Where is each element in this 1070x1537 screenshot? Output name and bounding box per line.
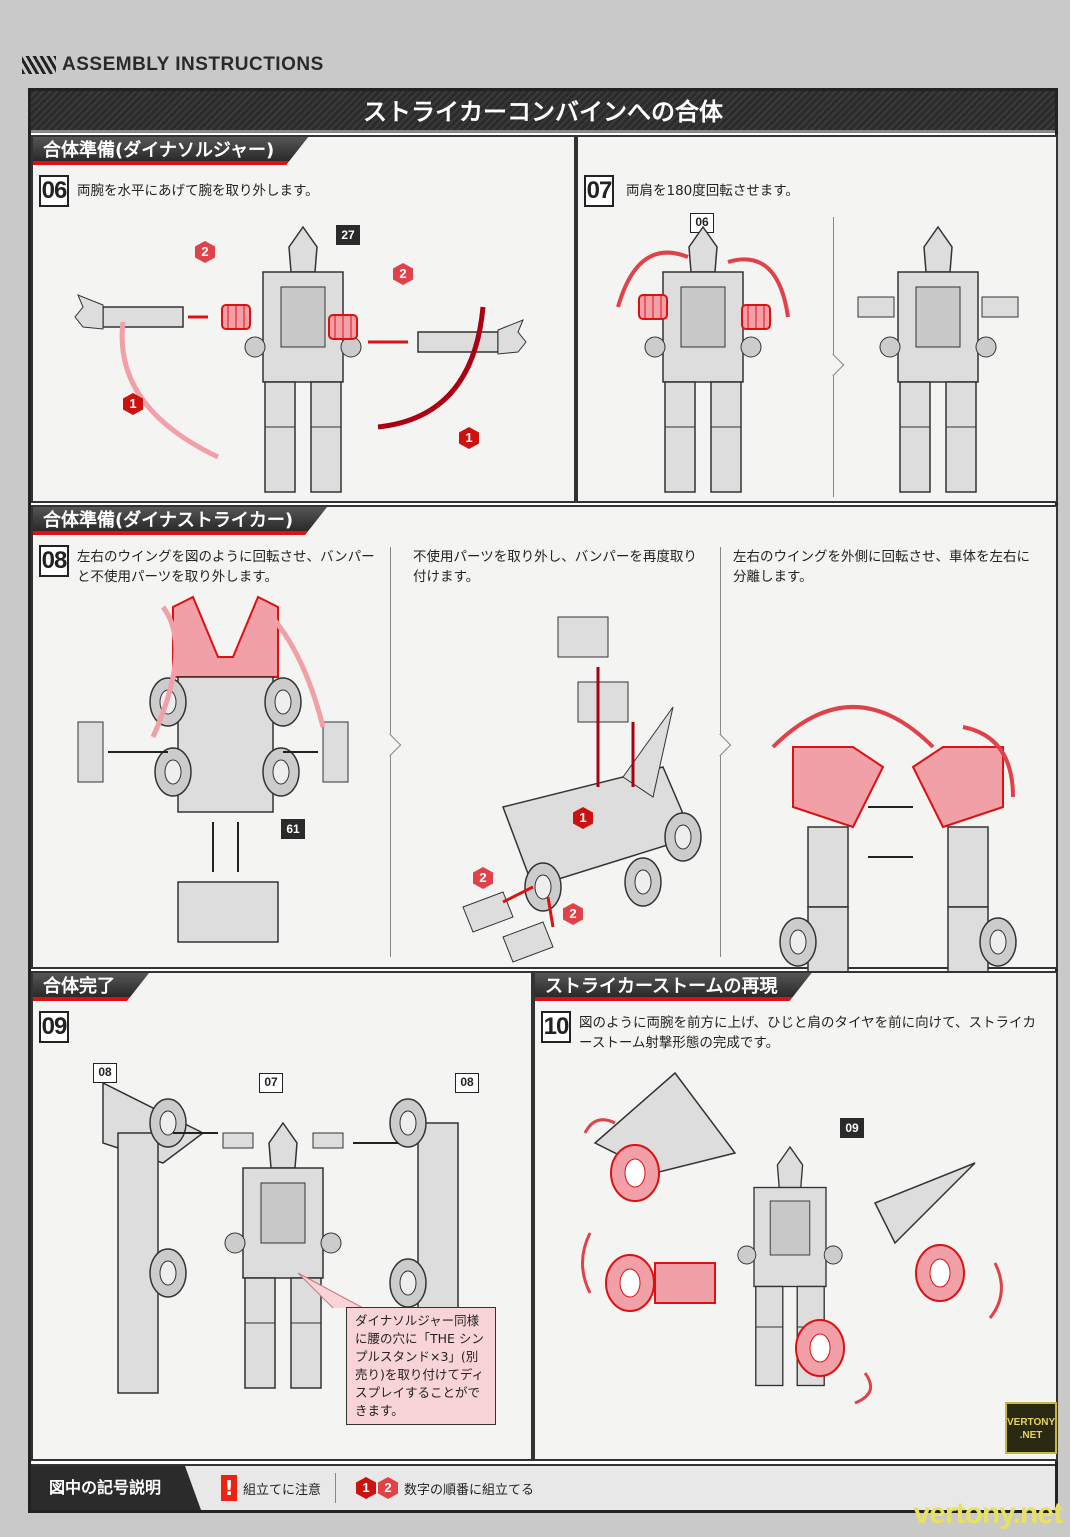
step-number: 08 [39,545,69,577]
divider [335,1473,337,1503]
brand-label: ASSEMBLY INSTRUCTIONS [62,54,324,75]
step-08-illustration [77,595,1060,971]
step-09-panel: 合体完了 09 08 07 08 ダイナソルジャー同様に腰の穴に「THE シンプ… [31,971,533,1461]
part-label: 08 [455,1073,479,1093]
step-07-illustration [616,226,1019,493]
order-badge-2: 2 [195,241,215,263]
step-number: 10 [541,1011,571,1043]
order-badge-1: 1 [573,807,593,829]
step-08-panel: 合体準備(ダイナストライカー) 08 左右のウイングを図のように回転させ、バンパ… [31,505,1058,969]
step-description-b: 不使用パーツを取り外し、バンパーを再度取り付けます。 [413,549,697,585]
order-badge-2: 2 [393,263,413,285]
step-07-panel: 07 両肩を180度回転させます。 06 [576,135,1058,503]
order-badge-1: 1 [356,1477,377,1499]
instruction-sheet: ストライカーコンバインへの合体 合体準備(ダイナソルジャー) 06 両腕を水平に… [28,88,1058,1513]
step-number: 07 [584,175,614,207]
section-title-combine-complete: 合体完了 [33,973,149,1001]
caution-label: 組立てに注意 [243,1482,322,1498]
part-label: 27 [336,225,360,245]
legend-footer: 図中の記号説明 ! 組立てに注意 1 2 数字の順番に組立てる [31,1464,1055,1510]
brand-header: ASSEMBLY INSTRUCTIONS [22,54,324,76]
step-description: 図のように両腕を前方に上げ、ひじと肩のタイヤを前に向けて、ストライカーストーム射… [579,1015,1036,1051]
section-title-dinostriker-prep: 合体準備(ダイナストライカー) [33,507,327,535]
display-stand-note: ダイナソルジャー同様に腰の穴に「THE シンプルスタンド×3」(別売り)を取り付… [346,1307,496,1425]
order-badge-1: 1 [459,427,479,449]
step-description: 両肩を180度回転させます。 [626,183,799,199]
order-label: 数字の順番に組立てる [404,1482,535,1498]
legend-order: 1 2 数字の順番に組立てる [356,1477,534,1499]
section-title-dinosoldier-prep: 合体準備(ダイナソルジャー) [33,137,308,165]
step-10-illustration [581,1071,1003,1405]
caution-icon: ! [221,1475,238,1501]
part-label: 06 [690,213,714,233]
section-title-striker-storm: ストライカーストームの再現 [535,973,812,1001]
step-10-panel: ストライカーストームの再現 10 図のように両腕を前方に上げ、ひじと肩のタイヤを… [533,971,1058,1461]
step-06-illustration [74,226,527,493]
order-badge-2: 2 [473,867,493,889]
order-badge-2: 2 [378,1477,399,1499]
legend-caution: ! 組立てに注意 [221,1475,321,1501]
part-label: 09 [840,1118,864,1138]
step-06-panel: 合体準備(ダイナソルジャー) 06 両腕を水平にあげて腕を取り外します。 27 … [31,135,576,503]
part-label: 08 [93,1063,117,1083]
step-description-c: 左右のウイングを外側に回転させ、車体を左右に分離します。 [733,549,1030,585]
step-number: 06 [39,175,69,207]
page-title: ストライカーコンバインへの合体 [31,91,1055,133]
order-badge-2: 2 [563,903,583,925]
watermark-logo: VERTONY .NET [1005,1402,1057,1454]
brand-logo-icon [22,56,56,74]
part-label: 07 [259,1073,283,1093]
part-label: 61 [281,819,305,839]
step-description: 両腕を水平にあげて腕を取り外します。 [77,183,319,199]
step-number: 09 [39,1011,69,1043]
order-badge-1: 1 [123,393,143,415]
step-description-a: 左右のウイングを図のように回転させ、バンパーと不使用パーツを取り外します。 [77,549,375,585]
watermark-site: vertony.net [913,1497,1063,1530]
legend-title: 図中の記号説明 [31,1466,201,1510]
